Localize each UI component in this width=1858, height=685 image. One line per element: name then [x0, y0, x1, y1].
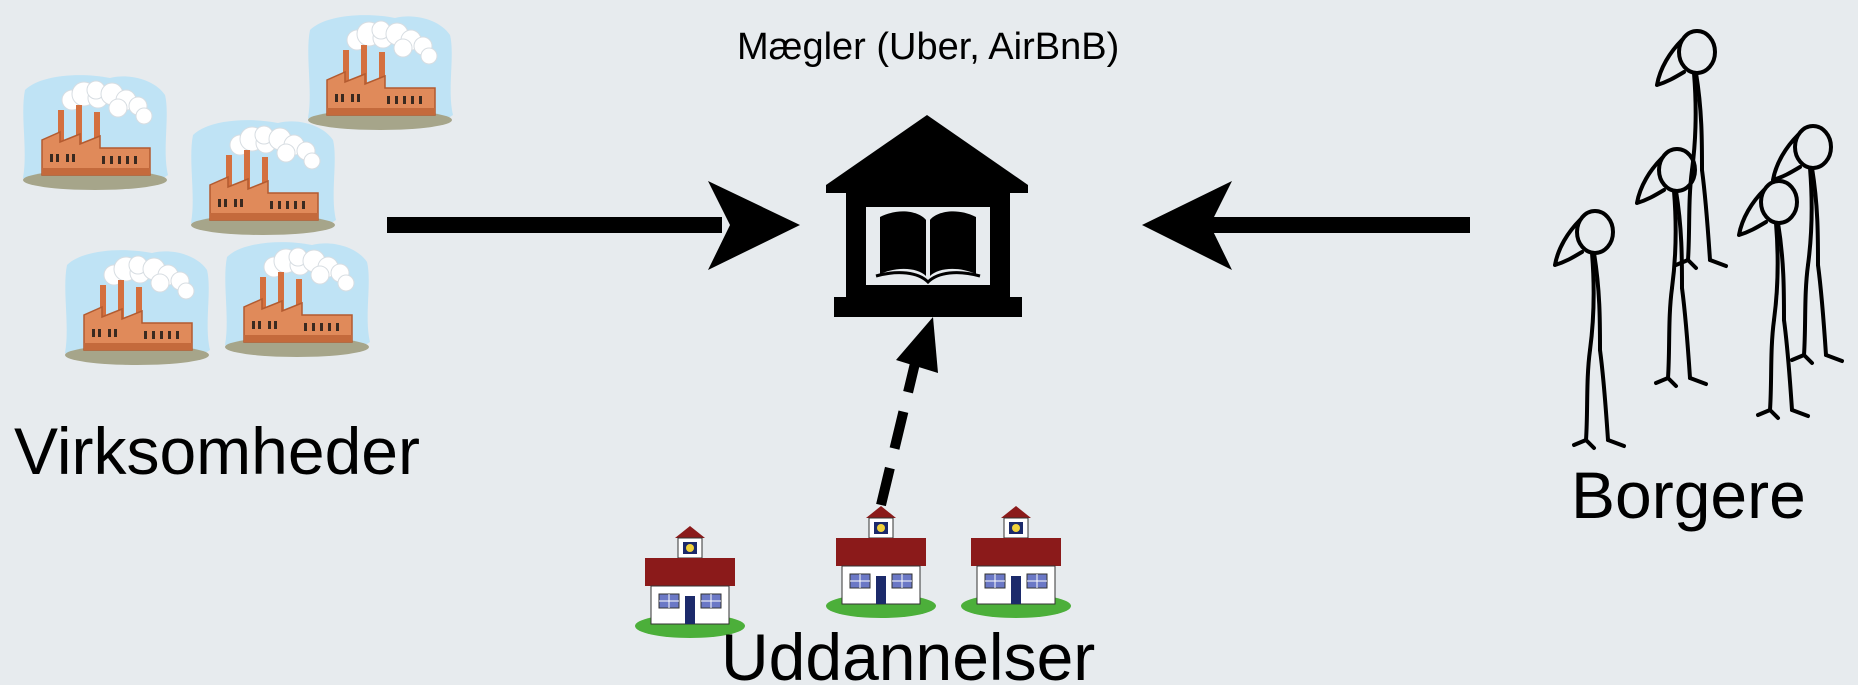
arrow-citizens-to-broker [1142, 181, 1470, 270]
companies-label: Virksomheder [14, 414, 420, 488]
bank-book-icon [826, 115, 1028, 317]
schoolhouse-icon [634, 505, 1072, 639]
factory-icon [22, 14, 454, 366]
arrow-companies-to-broker [387, 181, 800, 270]
education-label: Uddannelser [721, 620, 1096, 685]
citizens-label: Borgere [1571, 458, 1806, 532]
stick-figure-person-icon [1553, 29, 1844, 450]
broker-label: Mægler (Uber, AirBnB) [737, 26, 1120, 68]
arrow-education-to-broker [876, 317, 938, 507]
